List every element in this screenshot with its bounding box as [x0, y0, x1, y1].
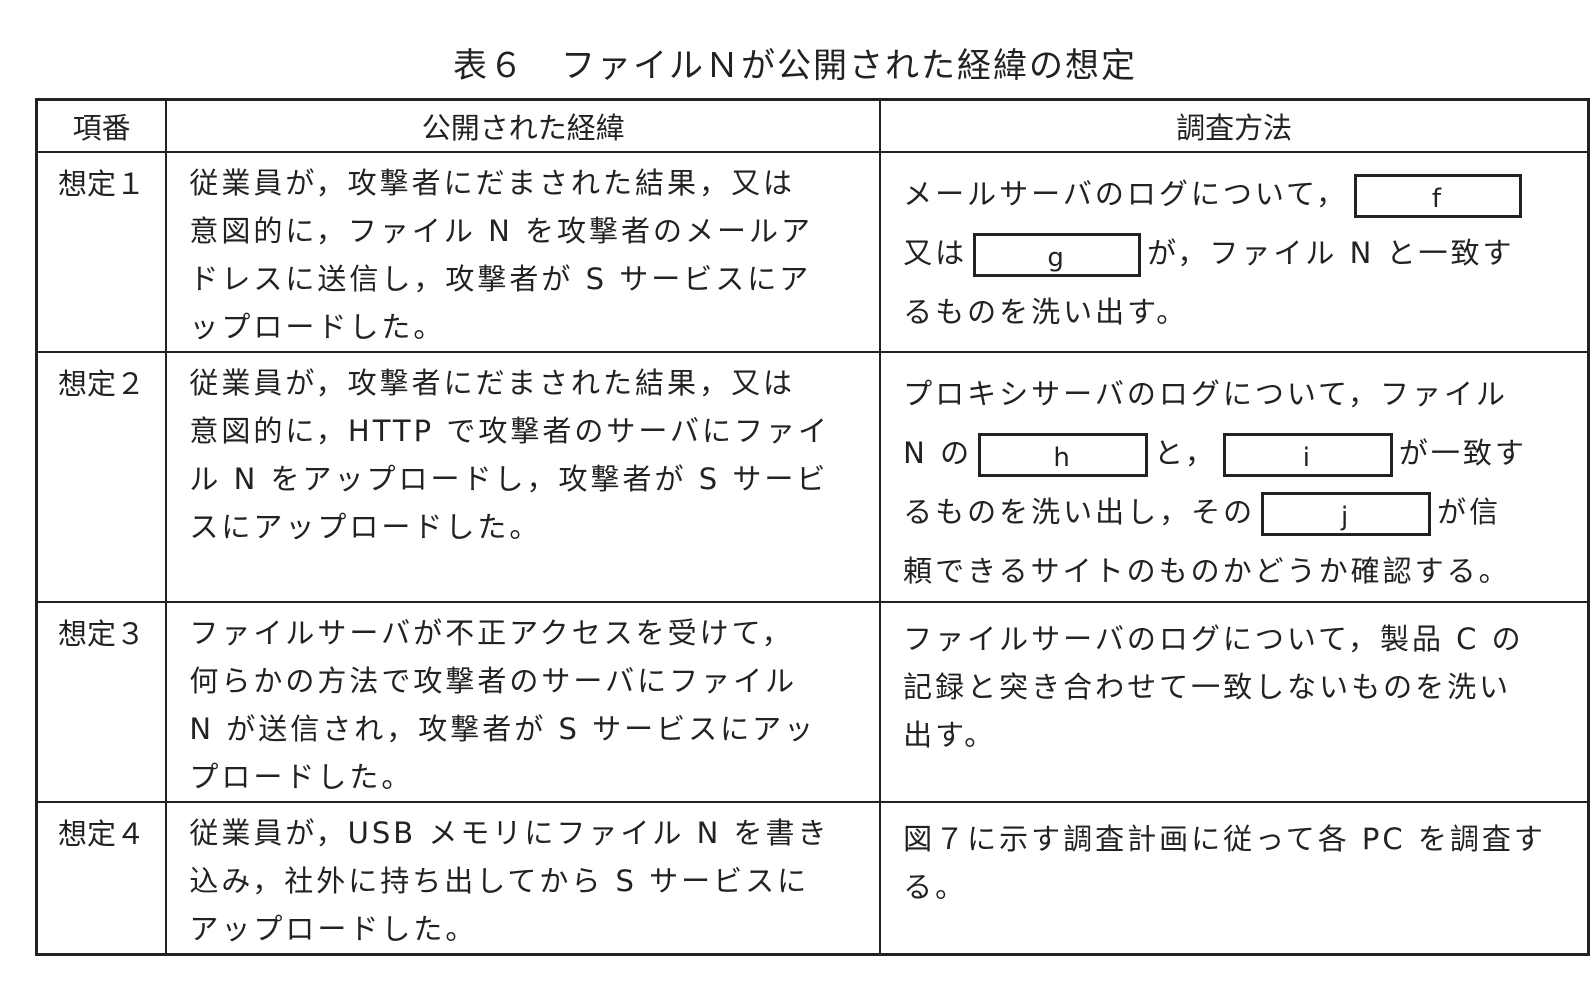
header-investigation-method: 調査方法 [879, 98, 1590, 153]
text-line: ファイルサーバのログについて，製品 C の [903, 615, 1577, 663]
text-segment: ファイルサーバのログについて，製品 C の [903, 622, 1524, 656]
text-line: 図７に示す調査計画に従って各 PC を調査す [903, 815, 1577, 863]
text-line: プロードした。 [189, 760, 414, 794]
text-line: N が送信され，攻撃者が S サービスにアッ [189, 712, 817, 746]
text-segment: メールサーバのログについて， [903, 177, 1348, 211]
text-line: ル N をアップロードし，攻撃者が S サービ [189, 462, 829, 496]
header-item-number: 項番 [35, 98, 168, 153]
text-line: プロキシサーバのログについて，ファイル [903, 365, 1577, 424]
text-segment: プロキシサーバのログについて，ファイル [903, 377, 1508, 411]
text-line: 意図的に，ファイル N を攻撃者のメールア [189, 214, 814, 248]
text-segment: と， [1154, 436, 1217, 470]
header-disclosure-path: 公開された経緯 [165, 98, 882, 153]
text-segment: 又は [903, 236, 968, 270]
text-line: ドレスに送信し，攻撃者が S サービスにア [189, 262, 812, 296]
disclosure-path-cell: ファイルサーバが不正アクセスを受けて， 何らかの方法で攻撃者のサーバにファイル N … [165, 601, 882, 803]
text-segment: が一致す [1398, 436, 1527, 470]
investigation-method-cell: ファイルサーバのログについて，製品 C の記録と突き合わせて一致しないものを洗い… [879, 601, 1590, 803]
text-line: 従業員が，攻撃者にだまされた結果，又は [189, 366, 796, 400]
disclosure-path-cell: 従業員が，攻撃者にだまされた結果，又は意図的に，HTTP で攻撃者のサーバにファ… [165, 351, 882, 603]
text-line: 何らかの方法で攻撃者のサーバにファイル [189, 664, 798, 698]
scenario-number: 想定２ [35, 351, 168, 603]
table-row: 想定３ ファイルサーバが不正アクセスを受けて， 何らかの方法で攻撃者のサーバにファイ… [35, 601, 1590, 803]
answer-blank-h: h [978, 433, 1149, 477]
scenario-number: 想定３ [35, 601, 168, 803]
text-line: るものを洗い出す。 [903, 283, 1577, 342]
answer-blank-i: i [1222, 433, 1393, 477]
text-segment: が，ファイル N と一致す [1147, 236, 1515, 270]
text-line: る。 [903, 863, 1577, 911]
text-segment: 記録と突き合わせて一致しないものを洗い [903, 670, 1512, 704]
scenario-number: 想定１ [35, 151, 168, 353]
text-line: 記録と突き合わせて一致しないものを洗い [903, 663, 1577, 711]
text-segment: る。 [903, 870, 968, 904]
text-segment: 頼できるサイトのものかどうか確認する。 [903, 554, 1511, 588]
text-line: アップロードした。 [189, 912, 478, 946]
text-segment: るものを洗い出し，その [903, 495, 1256, 529]
text-line: 出す。 [903, 711, 1577, 759]
text-line: メールサーバのログについて，f [903, 165, 1577, 224]
disclosure-path-cell: 従業員が，攻撃者にだまされた結果，又は意図的に，ファイル N を攻撃者のメールア… [165, 151, 882, 353]
text-line: 意図的に，HTTP で攻撃者のサーバにファイ [189, 414, 831, 448]
text-segment: が信 [1437, 495, 1502, 529]
text-line: スにアップロードした。 [189, 510, 542, 544]
text-segment: るものを洗い出す。 [903, 295, 1189, 329]
answer-blank-g: g [973, 233, 1142, 277]
text-line: ファイルサーバが不正アクセスを受けて， [189, 616, 794, 650]
text-line: ップロードした。 [189, 310, 446, 344]
scenario-number: 想定４ [35, 801, 168, 956]
text-line: 従業員が，USB メモリにファイル N を書き [189, 816, 830, 850]
text-segment: 図７に示す調査計画に従って各 PC を調査す [903, 822, 1546, 856]
text-segment: N の [903, 436, 973, 470]
text-line: 込み，社外に持ち出してから S サービスに [189, 864, 810, 898]
text-segment: 出す。 [903, 718, 997, 752]
answer-blank-j: j [1261, 492, 1432, 536]
table-header-row: 項番 公開された経緯 調査方法 [35, 98, 1590, 153]
text-line: 頼できるサイトのものかどうか確認する。 [903, 542, 1577, 601]
disclosure-path-cell: 従業員が，USB メモリにファイル N を書き込み，社外に持ち出してから S サ… [165, 801, 882, 956]
answer-blank-f: f [1353, 174, 1522, 218]
table-title: 表６ ファイルＮが公開された経緯の想定 [453, 46, 1137, 86]
text-line: 従業員が，攻撃者にだまされた結果，又は [189, 166, 796, 200]
investigation-method-cell: 図７に示す調査計画に従って各 PC を調査する。 [879, 801, 1590, 956]
